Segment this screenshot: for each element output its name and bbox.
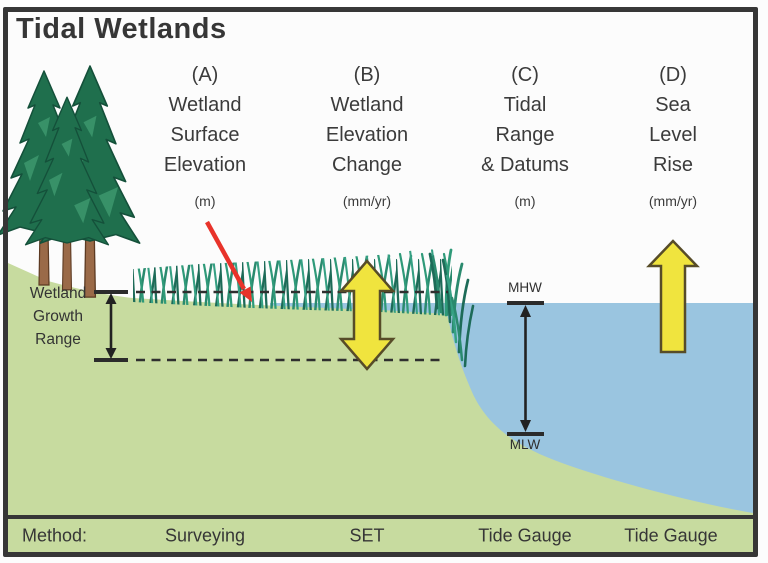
column-line: Level — [649, 124, 697, 146]
column-header-a: (A) Wetland Surface Elevation (m) — [125, 60, 285, 210]
column-line: Sea — [655, 94, 691, 116]
column-unit: (m) — [194, 193, 216, 209]
column-letter: (B) — [353, 64, 381, 86]
evergreen-trees-icon — [0, 65, 141, 298]
upland-slope — [8, 263, 753, 520]
method-set: SET — [349, 525, 385, 545]
method-tide-gauge-c: Tide Gauge — [478, 525, 572, 545]
tidal-range-arrow — [507, 301, 544, 436]
column-line: Tidal — [503, 94, 547, 116]
surface-elevation-pointer-arrow — [205, 220, 252, 302]
method-tide-gauge-d: Tide Gauge — [624, 525, 718, 545]
column-line: Rise — [652, 154, 693, 176]
column-line: Elevation — [163, 154, 247, 176]
column-line: Elevation — [325, 124, 409, 146]
method-bar: Method: Surveying SET Tide Gauge Tide Ga… — [8, 515, 753, 552]
column-line: & Datums — [481, 154, 569, 176]
column-unit: (mm/yr) — [342, 193, 392, 209]
sea-level-rise-arrow — [646, 239, 700, 354]
column-letter: (D) — [659, 64, 687, 86]
column-line: Change — [331, 154, 403, 176]
growth-range-arrow — [105, 293, 117, 359]
column-letter: (C) — [511, 64, 539, 86]
column-line: Range — [495, 124, 555, 146]
wetland-growth-range-label: Wetland Growth Range — [29, 285, 87, 348]
mhw-label: MHW — [508, 280, 542, 295]
figure-title: Tidal Wetlands — [16, 13, 227, 45]
method-prefix-label: Method: — [22, 525, 88, 545]
column-header-c: (C) Tidal Range & Datums (m) — [445, 60, 605, 210]
method-surveying: Surveying — [164, 525, 246, 545]
column-line: Wetland — [330, 94, 404, 116]
column-header-b: (B) Wetland Elevation Change (mm/yr) — [287, 60, 447, 210]
elevation-change-arrow — [338, 259, 396, 371]
column-line: Wetland — [168, 94, 242, 116]
column-header-d: (D) Sea Level Rise (mm/yr) — [593, 60, 753, 210]
column-unit: (m) — [514, 193, 536, 209]
marsh-edge-grass — [428, 248, 475, 368]
column-letter: (A) — [191, 64, 219, 86]
column-unit: (mm/yr) — [648, 193, 698, 209]
mlw-label: MLW — [509, 437, 541, 452]
column-line: Surface — [170, 124, 240, 146]
